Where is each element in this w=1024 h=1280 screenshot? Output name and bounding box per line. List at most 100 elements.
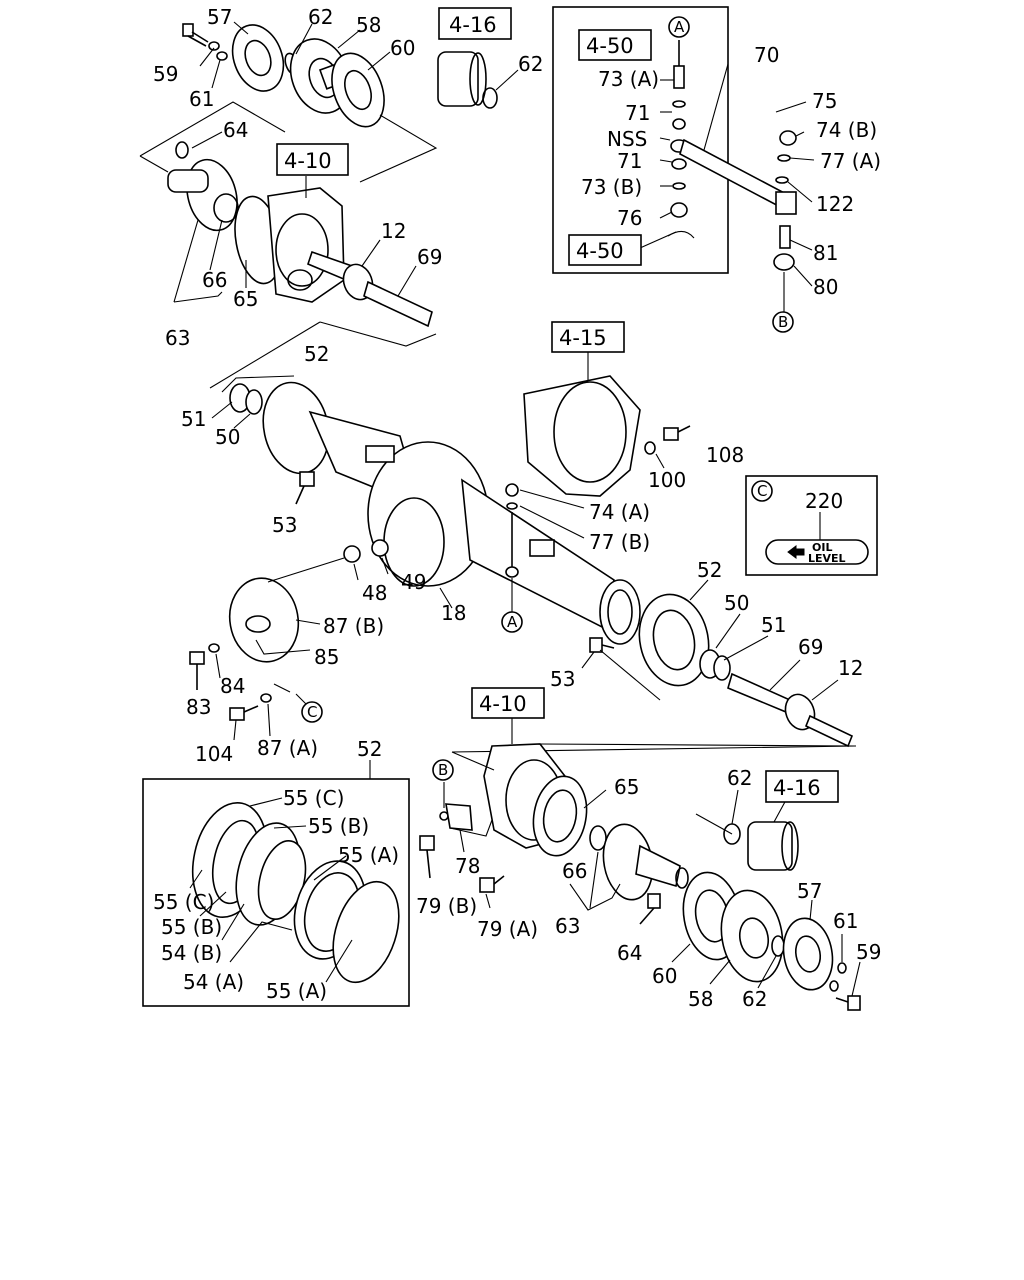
hub-group-bottom — [671, 871, 861, 1011]
top-left-hub-group — [182, 21, 391, 128]
part-label: 71 — [617, 149, 642, 173]
part-label: 71 — [625, 101, 650, 125]
part-label: 76 — [617, 206, 642, 230]
cover-plate-group — [189, 557, 345, 741]
nut-74A-washer-77B — [505, 483, 585, 612]
circle-ref-c-cover: C — [301, 701, 323, 723]
ref-label: 4-50 — [586, 34, 634, 58]
part-label: 53 — [550, 667, 575, 691]
diff-carrier-4-15 — [523, 352, 641, 497]
part-label: 51 — [761, 613, 786, 637]
circle-ref-c-box: C — [751, 480, 773, 502]
part-label: 59 — [856, 940, 881, 964]
part-label: 55 (C) — [153, 890, 214, 914]
bolt-108-washer-100 — [644, 425, 691, 469]
callout-labels: 57 62 58 60 59 61 62 64 66 65 63 12 69 7… — [153, 5, 881, 1011]
part-label: 48 — [362, 581, 387, 605]
part-label: 100 — [648, 468, 686, 492]
part-label: 220 — [805, 489, 843, 513]
part-label: 63 — [165, 326, 190, 350]
oil-label-bottom: LEVEL — [808, 552, 846, 565]
part-label: 77 (B) — [589, 530, 650, 554]
part-label: 64 — [223, 118, 248, 142]
part-label: 66 — [562, 859, 587, 883]
gasket-60 — [331, 52, 385, 128]
ref-label: 4-10 — [479, 692, 527, 716]
part-label: 12 — [838, 656, 863, 680]
part-label: 51 — [181, 407, 206, 431]
spindle-group-right — [569, 823, 689, 925]
circle-ref-letter: C — [757, 482, 767, 500]
ref-label: 4-10 — [284, 149, 332, 173]
part-label: 55 (B) — [161, 915, 222, 939]
part-label: 62 — [308, 5, 333, 29]
circle-ref-letter: A — [507, 613, 518, 631]
part-label: 85 — [314, 645, 339, 669]
part-label: 57 — [797, 879, 822, 903]
part-label: 77 (A) — [820, 149, 881, 173]
part-label: 58 — [688, 987, 713, 1011]
part-label: 79 (A) — [477, 917, 538, 941]
axle-shaft-top — [307, 239, 433, 328]
part-label: 79 (B) — [416, 894, 477, 918]
right-flange-group — [451, 579, 857, 753]
oil-level-box — [745, 475, 878, 576]
part-label: 70 — [754, 43, 779, 67]
part-label: 55 (C) — [283, 786, 344, 810]
part-label: 61 — [833, 909, 858, 933]
circle-ref-a-top: A — [668, 16, 690, 38]
part-label: 73 (B) — [581, 175, 642, 199]
ref-box-4-10-top: 4-10 — [276, 143, 349, 176]
part-label: 87 (B) — [323, 614, 384, 638]
part-label: 69 — [798, 635, 823, 659]
shim-box — [142, 778, 410, 1007]
ref-label: 4-15 — [559, 326, 607, 350]
circle-ref-a-mid: A — [501, 611, 523, 633]
part-label: 58 — [356, 13, 381, 37]
part-label: 18 — [441, 601, 466, 625]
part-label: 104 — [195, 742, 233, 766]
part-label: 69 — [417, 245, 442, 269]
tie-rod-box — [552, 6, 729, 274]
part-label: 57 — [207, 5, 232, 29]
o-ring-62-top — [482, 87, 498, 109]
circle-ref-letter: B — [778, 313, 788, 331]
plug-48-washer-49 — [343, 539, 389, 581]
circle-ref-letter: B — [438, 761, 448, 779]
bolt-53-left — [295, 471, 315, 505]
ref-box-4-50-top: 4-50 — [578, 29, 652, 61]
flange-plate-57 — [231, 24, 285, 92]
bolt-59 — [182, 23, 209, 47]
seals-left — [211, 375, 295, 429]
oil-label-top: OIL — [812, 541, 832, 554]
part-label: 83 — [186, 695, 211, 719]
knuckle-housing-4-10-top — [234, 176, 345, 303]
part-label: 87 (A) — [257, 736, 318, 760]
part-label: 55 (B) — [308, 814, 369, 838]
circle-ref-letter: A — [674, 18, 685, 36]
part-label: 59 — [153, 62, 178, 86]
shim-group — [189, 760, 400, 984]
oil-level-plug-220: OIL LEVEL — [765, 512, 869, 565]
part-label: 49 — [401, 570, 426, 594]
part-label: 60 — [652, 964, 677, 988]
part-label: 66 — [202, 268, 227, 292]
part-label: 61 — [189, 87, 214, 111]
part-label: 52 — [304, 342, 329, 366]
part-label: 108 — [706, 443, 744, 467]
axle-housing-18 — [262, 381, 641, 645]
ref-box-4-50-bottom: 4-50 — [568, 234, 642, 266]
part-label: 62 — [727, 766, 752, 790]
part-label: 75 — [812, 89, 837, 113]
part-label: 52 — [697, 558, 722, 582]
tie-rod-group — [639, 40, 815, 312]
ref-label: 4-16 — [449, 13, 497, 37]
part-label: 84 — [220, 674, 245, 698]
part-label: 74 (A) — [589, 500, 650, 524]
part-label: 63 — [555, 914, 580, 938]
part-label: 60 — [390, 36, 415, 60]
spindle-group-left — [167, 131, 239, 303]
locking-hub-4-16-bottom — [695, 789, 799, 871]
part-label: 12 — [381, 219, 406, 243]
